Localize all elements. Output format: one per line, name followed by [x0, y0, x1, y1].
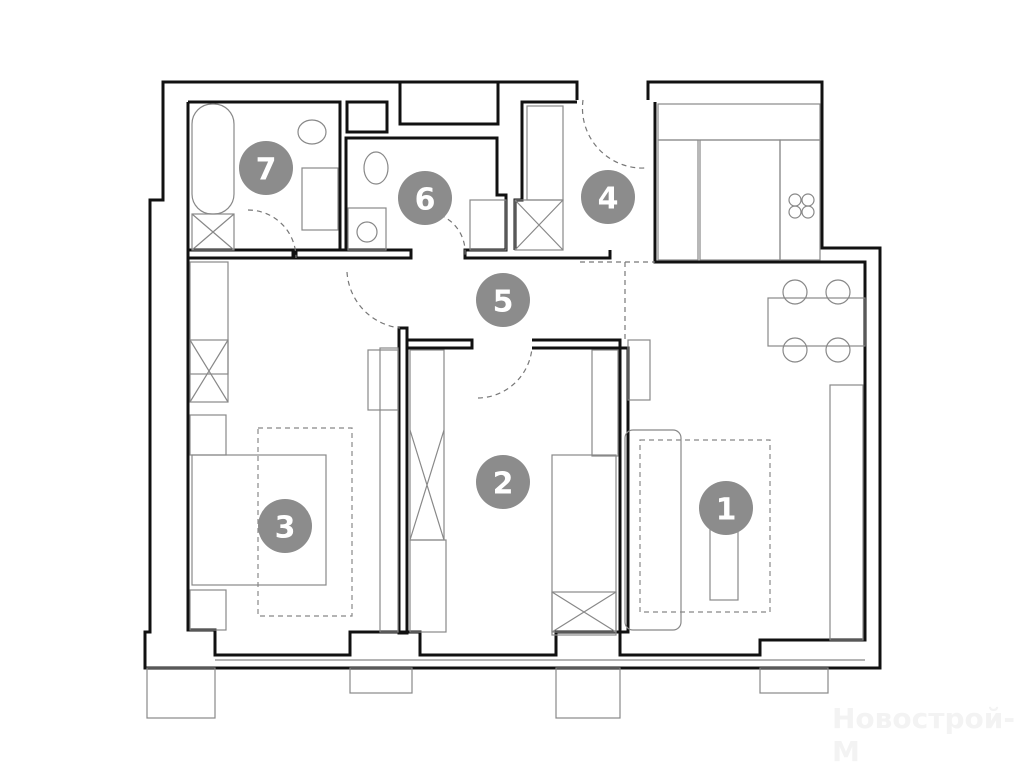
- bed: [191, 454, 327, 586]
- wardrobe: [526, 105, 564, 201]
- washing-machine: [347, 207, 387, 251]
- furniture: [189, 103, 866, 641]
- watermark: Новострой-М: [832, 702, 1015, 768]
- room-2-badge: 2: [476, 455, 530, 509]
- room-5-badge: 5: [476, 273, 530, 327]
- room-7-badge: 7: [239, 141, 293, 195]
- room-1-badge: 1: [699, 481, 753, 535]
- room-7-label: 7: [256, 153, 277, 188]
- room-4-badge: 4: [581, 170, 635, 224]
- room-6-label: 6: [415, 183, 436, 218]
- sofa: [624, 429, 682, 631]
- room-6-badge: 6: [398, 171, 452, 225]
- outer-walls: [143, 80, 882, 670]
- kitchen-counter: [657, 103, 821, 141]
- room-badges: 1 2 3 4 5 6 7: [239, 141, 753, 553]
- room-3-badge: 3: [258, 499, 312, 553]
- dining-table: [767, 297, 866, 347]
- desk: [409, 539, 447, 633]
- wardrobe: [829, 384, 864, 641]
- desk: [367, 349, 399, 411]
- room-5-label: 5: [493, 285, 514, 320]
- bathtub: [191, 103, 235, 215]
- room-2-label: 2: [493, 467, 514, 502]
- windows: [146, 659, 865, 719]
- wardrobe: [189, 261, 229, 375]
- toilet: [297, 119, 327, 145]
- room-4-label: 4: [598, 182, 619, 217]
- room-3-label: 3: [275, 511, 296, 546]
- sink: [301, 167, 339, 231]
- doors: [247, 99, 655, 399]
- bed: [551, 454, 617, 636]
- room-1-label: 1: [716, 493, 737, 528]
